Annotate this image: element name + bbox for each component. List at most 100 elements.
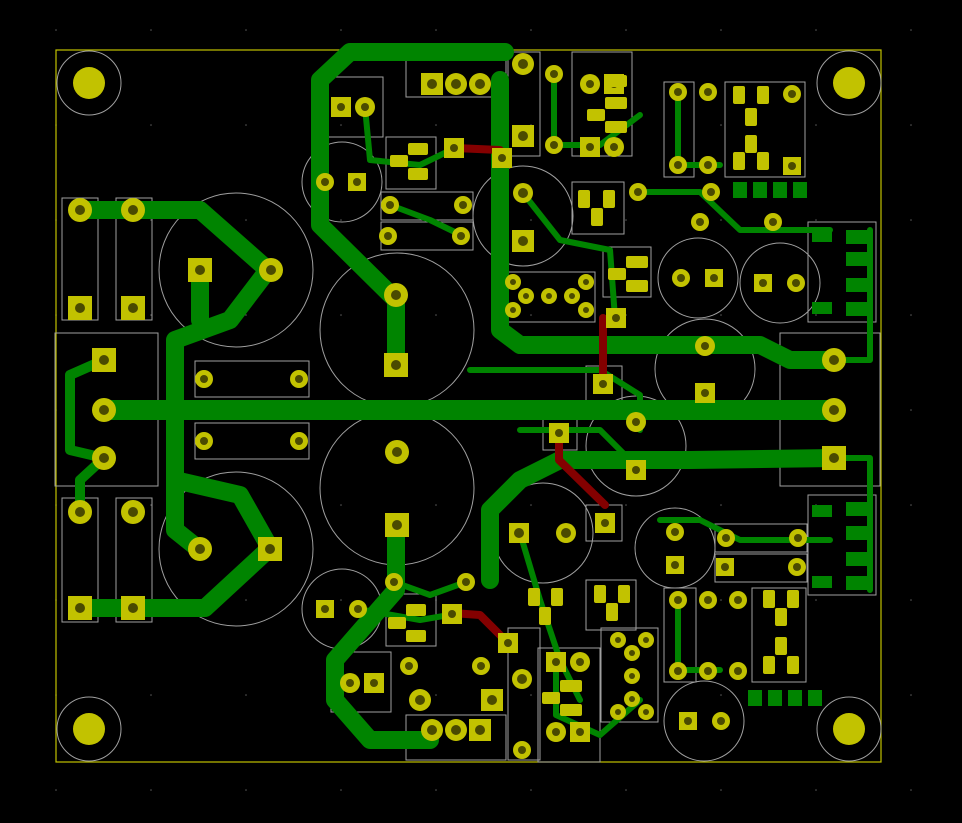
- pad-g-1: [379, 227, 397, 245]
- smd-pad: [560, 680, 582, 692]
- grid-dot: [910, 219, 912, 221]
- pad-i-4: [498, 633, 518, 653]
- pad-h-2: [492, 148, 512, 168]
- smd-pad: [591, 208, 603, 226]
- capacitor-outline-c5: [301, 141, 383, 223]
- grid-dot: [435, 694, 437, 696]
- smd-pad: [745, 108, 757, 126]
- part-outline-w: [807, 221, 877, 323]
- smd-pad-dark: [808, 690, 822, 706]
- pad-c8-1: [509, 523, 529, 543]
- trace-to-output: [491, 71, 843, 369]
- pad-cap-c3-b: [384, 353, 408, 377]
- smd-pad-dark: [753, 182, 767, 198]
- smd-pad-dark: [748, 690, 762, 706]
- grid-dot: [720, 504, 722, 506]
- pad-c6-1: [316, 600, 334, 618]
- smd-pad-dark: [846, 252, 870, 266]
- pad-bridge-7: [68, 596, 92, 620]
- smd-pad: [606, 603, 618, 621]
- pad-bridge-2: [121, 198, 145, 222]
- pad-input-2: [92, 398, 116, 422]
- grid-dot: [150, 314, 152, 316]
- pad-reg-bot-2: [445, 719, 467, 741]
- pad-e-1: [783, 85, 801, 103]
- grid-dot: [625, 789, 627, 791]
- trace-left-input-a: [65, 355, 109, 463]
- part-outline-l: [537, 647, 601, 763]
- pad-d-3: [699, 83, 717, 101]
- pad-ic-bot-7: [638, 704, 654, 720]
- trace-upper-rail: [311, 43, 514, 374]
- grid-dot: [150, 694, 152, 696]
- pad-k-3: [512, 669, 532, 689]
- grid-dot: [720, 599, 722, 601]
- grid-dot: [435, 789, 437, 791]
- part-outline-k: [507, 627, 541, 761]
- pad-m-1: [669, 591, 687, 609]
- grid-dot: [910, 504, 912, 506]
- smd-pad: [775, 608, 787, 626]
- pad-j-2: [364, 673, 384, 693]
- capacitor-outline-c14: [663, 680, 745, 762]
- pad-o-2: [789, 529, 807, 547]
- smd-pad: [618, 585, 630, 603]
- grid-dot: [910, 409, 912, 411]
- smd-pad: [390, 155, 408, 167]
- pad-c10-1: [626, 412, 646, 432]
- pad-f-2: [454, 196, 472, 214]
- part-outline-c: [571, 51, 633, 157]
- grid-dot: [720, 314, 722, 316]
- grid-dot: [340, 124, 342, 126]
- pad-p-1: [716, 558, 734, 576]
- pad-res-r1-b: [290, 370, 308, 388]
- pad-m-6: [729, 662, 747, 680]
- pad-c11-2: [705, 269, 723, 287]
- part-outline-e: [724, 81, 806, 178]
- smd-pad: [626, 256, 648, 268]
- pad-part-a-2: [355, 97, 375, 117]
- mounting-ring-tl: [56, 50, 122, 116]
- pad-reg-bot-3: [469, 719, 491, 741]
- pad-cap-c4-a: [385, 440, 409, 464]
- pad-v-1: [629, 183, 647, 201]
- smd-pad-dark: [846, 576, 870, 590]
- pad-g-2: [452, 227, 470, 245]
- pad-c9-2: [695, 383, 715, 403]
- trace-right-top-a: [635, 189, 833, 233]
- smd-pad: [733, 152, 745, 170]
- ic-outline-bot: [600, 627, 659, 723]
- pad-c12-2: [787, 274, 805, 292]
- capacitor-outline-c12: [739, 242, 821, 324]
- pad-ic-bot-5: [624, 691, 640, 707]
- pad-l-2: [570, 652, 590, 672]
- pad-m-5: [729, 591, 747, 609]
- capacitor-outline-c11: [657, 237, 739, 319]
- smd-pad-dark: [812, 505, 832, 517]
- pad-o-1: [717, 529, 735, 547]
- pad-i-2: [457, 573, 475, 591]
- smd-pad-dark: [846, 278, 870, 292]
- pad-reg-bot-1: [421, 719, 443, 741]
- grid-dot: [340, 789, 342, 791]
- capacitor-outline-c1: [158, 192, 314, 348]
- mounting-hole-br: [833, 713, 865, 745]
- part-outline-v: [571, 181, 625, 235]
- grid-dot: [530, 504, 532, 506]
- pad-d-2: [669, 156, 687, 174]
- pad-bridge-5: [68, 500, 92, 524]
- pad-c6-2: [349, 600, 367, 618]
- grid-dot: [150, 789, 152, 791]
- pad-c5-1: [316, 173, 334, 191]
- grid-dot: [245, 694, 247, 696]
- grid-dot: [815, 219, 817, 221]
- capacitor-outline-c2: [158, 471, 314, 627]
- grid-dot: [530, 29, 532, 31]
- smd-pad-dark: [846, 526, 870, 540]
- pad-ic-top-1: [505, 274, 521, 290]
- grid-dot: [720, 124, 722, 126]
- grid-dot: [720, 694, 722, 696]
- smd-pad: [560, 704, 582, 716]
- pad-e-5: [764, 213, 782, 231]
- grid-dot: [340, 599, 342, 601]
